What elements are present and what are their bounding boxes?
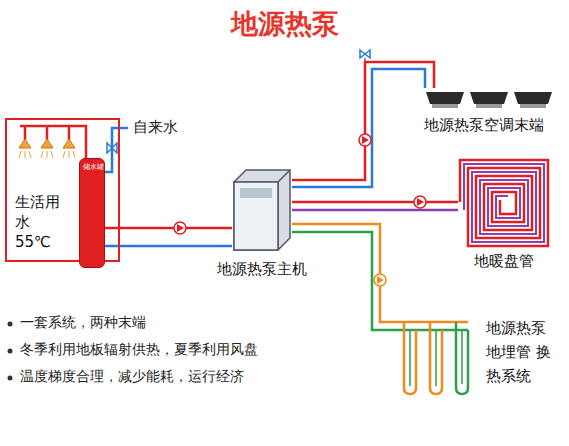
- region-label: 生活用 水55℃: [15, 192, 65, 252]
- coil-label: 地暖盘管: [458, 252, 550, 271]
- return-pipe: [292, 232, 390, 330]
- inlet-label: 自来水: [133, 118, 178, 137]
- tap-water-pipe: [104, 128, 128, 172]
- unit-label: 地源热泵主机: [217, 260, 307, 279]
- node-figure: [458, 158, 550, 248]
- shower-heads: [19, 139, 75, 148]
- node-figure: [232, 168, 292, 252]
- node-figure: [390, 296, 474, 396]
- valve: [360, 50, 370, 58]
- return-pipe: [292, 209, 458, 212]
- terminal-group: 地源热泵 地埋管 换热系统: [390, 296, 562, 400]
- node-figure-svg: [390, 296, 474, 396]
- note-text: 一套系统，两种末端: [20, 314, 146, 332]
- terminal-group: 地源热泵空调末端: [408, 88, 560, 140]
- pump-symbol: [174, 222, 186, 234]
- pump-symbol: [414, 196, 426, 208]
- title: 地源热泵: [0, 6, 569, 42]
- pump-symbol: [374, 274, 386, 286]
- return-pipe: [105, 245, 232, 248]
- pipe-connector: [292, 201, 458, 204]
- valve: [107, 143, 117, 153]
- loop-label: 地源热泵 地埋管 换热系统: [486, 316, 552, 388]
- node-figure-svg: [408, 88, 560, 112]
- note-text: 冬季利用地板辐射供热，夏季利用风盘: [20, 341, 258, 359]
- node-figure: [408, 88, 560, 112]
- hot-water-pipe: [20, 126, 86, 158]
- water-spray: [19, 151, 75, 158]
- pipe-connector: [292, 62, 434, 180]
- pipe-connector: [105, 227, 232, 230]
- return-pipe: [292, 69, 425, 187]
- bullet-dots: [8, 322, 13, 381]
- terminal-label: 地源热泵空调末端: [408, 116, 560, 135]
- node-figure-svg: [458, 158, 550, 248]
- shower-drops: [25, 126, 69, 140]
- pump-symbol: [359, 134, 371, 146]
- water-tank: 储水罐: [79, 158, 105, 268]
- hot-water-region: 生活用 水55℃ 储水罐: [5, 118, 120, 262]
- terminal-group: 地暖盘管: [458, 158, 550, 272]
- tank-label: 储水罐: [80, 163, 106, 172]
- heat-pump-unit: 地源热泵主机: [232, 168, 292, 252]
- node-figure-svg: [232, 168, 292, 252]
- note-text: 温度梯度合理，减少能耗，运行经济: [20, 368, 244, 386]
